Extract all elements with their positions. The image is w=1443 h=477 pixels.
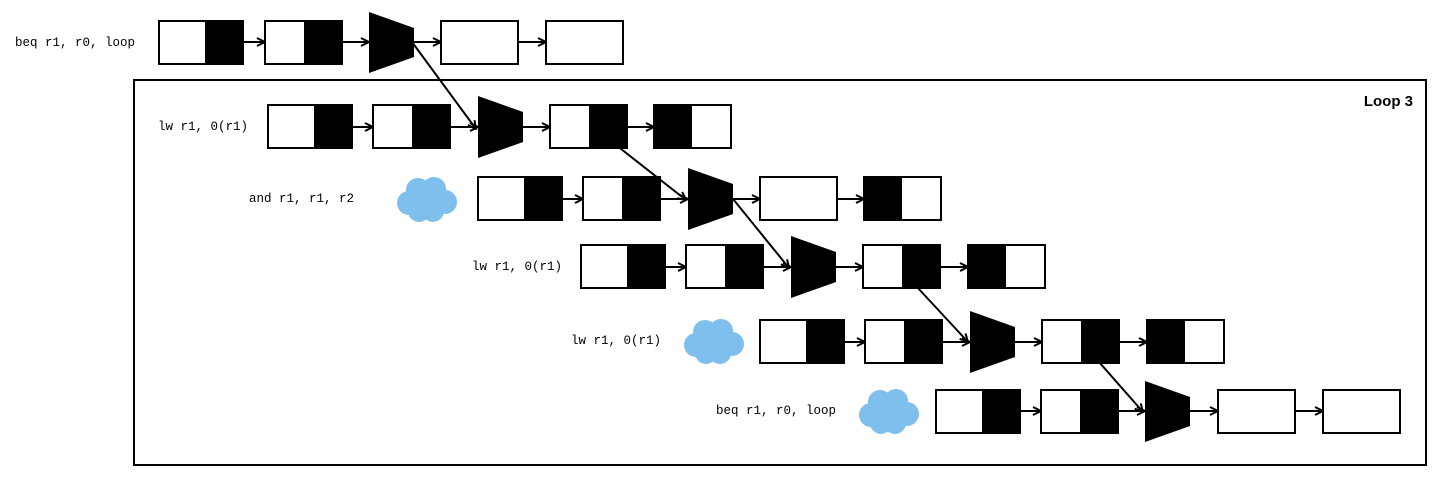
loop-label: Loop 3 (1364, 93, 1413, 110)
pipeline-row (158, 12, 624, 73)
latch-fill (902, 245, 940, 288)
latch-fill (412, 105, 450, 148)
instruction-label: beq r1, r0, loop (15, 36, 135, 50)
bubble-cloud-icon (397, 177, 457, 222)
instruction-label: and r1, r1, r2 (249, 192, 354, 206)
bubble-cloud-icon (859, 389, 919, 434)
pipeline-row (935, 381, 1401, 442)
instruction-label: lw r1, 0(r1) (158, 120, 248, 134)
pipeline-stage-box (1322, 389, 1401, 434)
alu-trapezoid-icon (1145, 381, 1190, 442)
alu-trapezoid-icon (791, 236, 836, 298)
latch-fill (304, 21, 342, 64)
alu-trapezoid-icon (478, 96, 523, 158)
pipeline-row (759, 311, 1225, 373)
bubble-cloud-icon (684, 319, 744, 364)
latch-fill (654, 105, 692, 148)
pipeline-row (477, 168, 942, 230)
alu-trapezoid-icon (688, 168, 733, 230)
pipeline-row (267, 96, 732, 158)
latch-fill (524, 177, 562, 220)
latch-fill (1080, 390, 1118, 433)
latch-fill (627, 245, 665, 288)
latch-fill (205, 21, 243, 64)
pipeline-stage-box (545, 20, 624, 65)
latch-fill (806, 320, 844, 363)
latch-fill (904, 320, 942, 363)
instruction-label: lw r1, 0(r1) (571, 334, 661, 348)
instruction-label: lw r1, 0(r1) (472, 260, 562, 274)
alu-trapezoid-icon (970, 311, 1015, 373)
latch-fill (1081, 320, 1119, 363)
latch-fill (982, 390, 1020, 433)
pipeline-stage-box (759, 176, 838, 221)
pipeline-stage-box (440, 20, 519, 65)
forwarding-arrow (916, 286, 968, 342)
alu-trapezoid-icon (369, 12, 414, 73)
instruction-label: beq r1, r0, loop (716, 404, 836, 418)
loop-box (133, 79, 1427, 466)
pipeline-row (580, 236, 1046, 298)
latch-fill (864, 177, 902, 220)
latch-fill (622, 177, 660, 220)
latch-fill (589, 105, 627, 148)
latch-fill (968, 245, 1006, 288)
pipeline-stage-box (1217, 389, 1296, 434)
forwarding-arrow (732, 198, 789, 268)
latch-fill (1147, 320, 1185, 363)
forwarding-arrow (615, 144, 686, 200)
forwarding-arrow (1098, 361, 1143, 412)
forwarding-arrow (411, 41, 476, 129)
latch-fill (725, 245, 763, 288)
latch-fill (314, 105, 352, 148)
